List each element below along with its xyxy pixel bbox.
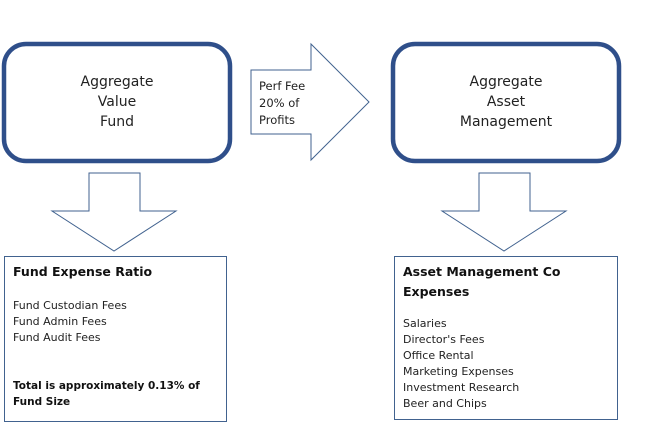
down-arrow-left [50,172,178,252]
list-item: Office Rental [403,349,474,362]
asset-management-expenses-title: Asset Management Co Expenses [403,264,561,299]
list-item: Fund Custodian Fees [13,299,127,312]
aggregate-value-fund-label: Aggregate Value Fund [80,74,154,130]
fund-expense-ratio-box [4,256,227,422]
list-item: Fund Audit Fees [13,331,101,344]
list-item: Director's Fees [403,333,485,346]
aggregate-value-fund-node [1,41,233,164]
list-item: Fund Admin Fees [13,315,107,328]
aggregate-asset-management-node [390,41,622,164]
list-item: Investment Research [403,381,520,394]
list-item: Salaries [403,317,447,330]
fund-expense-ratio-title: Fund Expense Ratio [13,264,153,279]
list-item: Marketing Expenses [403,365,514,378]
perf-fee-arrow [250,42,370,162]
list-item: Beer and Chips [403,397,487,410]
fund-expense-total-note: Total is approximately 0.13% of Fund Siz… [13,380,200,408]
fund-expense-items: Fund Custodian Fees Fund Admin Fees Fund… [13,298,223,346]
asset-management-expenses-box [394,256,618,420]
asset-management-expense-items: Salaries Director's Fees Office Rental M… [403,316,613,412]
aggregate-asset-management-label: Aggregate Asset Management [459,74,553,130]
down-arrow-right [440,172,568,252]
perf-fee-label: Perf Fee 20% of Profits [259,79,306,127]
